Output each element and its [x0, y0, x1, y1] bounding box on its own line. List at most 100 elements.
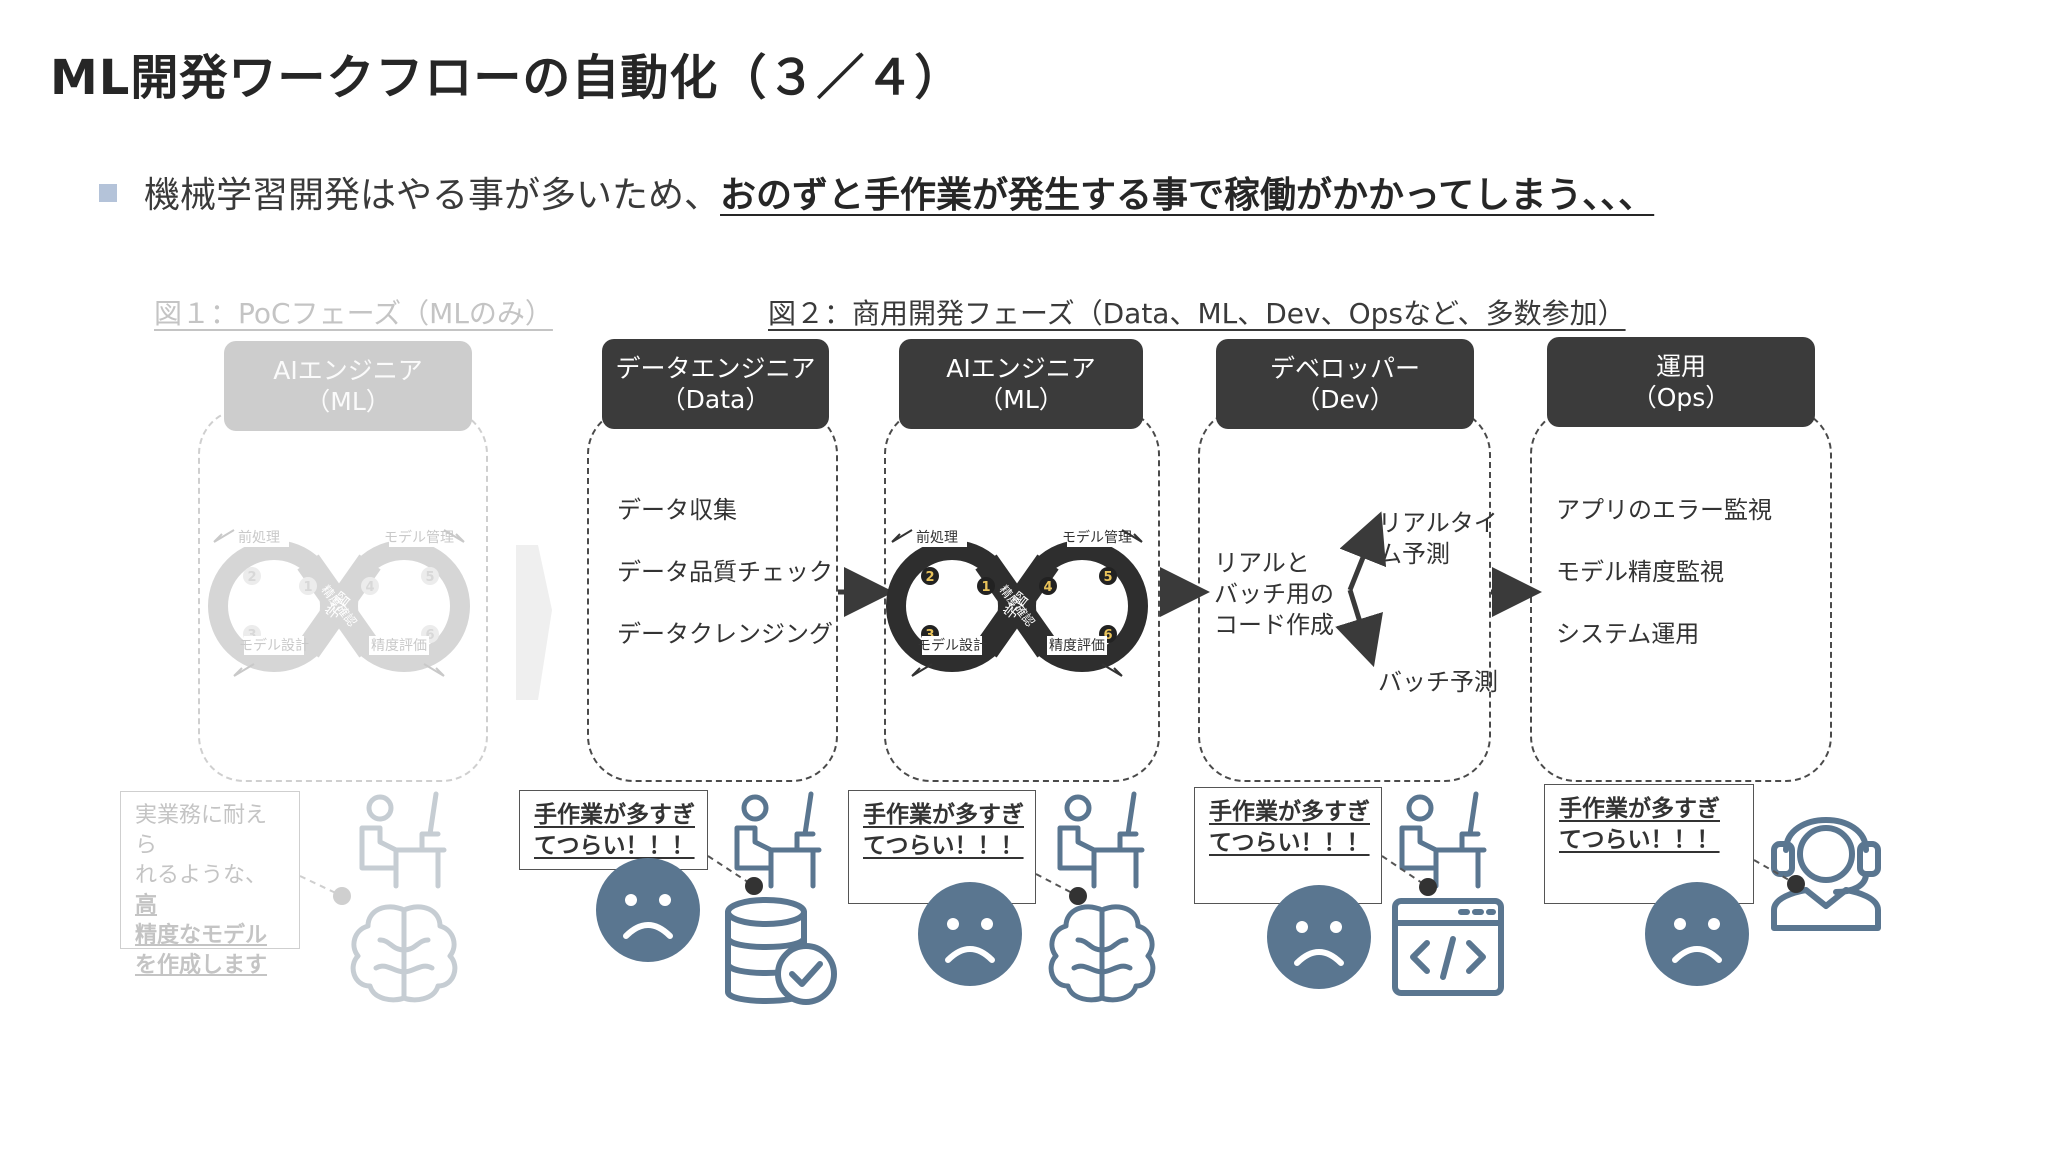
- complaint-bubble-dev-line1: 手作業が多すぎ: [1209, 799, 1370, 825]
- cycle-step-number-5: 5: [1103, 570, 1112, 585]
- complaint-bubble-ops: 手作業が多すぎ てつらい！！！: [1544, 784, 1754, 904]
- complaint-bubble-dev-line2: てつらい！！！: [1209, 830, 1370, 856]
- engineer-desk-icon-poc: [359, 791, 447, 889]
- data-task-quality: データ品質チェック: [617, 558, 833, 586]
- cycle-step-number-1: 1: [303, 580, 312, 595]
- cycle-step-number-6: 6: [1103, 628, 1112, 643]
- cycle-label-model-design: モデル設計: [917, 637, 987, 654]
- poc-note-line3: 精度なモデル: [135, 921, 285, 951]
- cycle-arrow-bl: [233, 663, 255, 677]
- cycle-arrow-tl: [213, 529, 235, 543]
- cycle-step-4: [1039, 577, 1057, 595]
- cycle-label-model-design-bg: [244, 636, 304, 655]
- connector-dot-data: [745, 877, 763, 895]
- role-ml-title: AIエンジニア: [946, 354, 1096, 383]
- poc-note-line2-bold: 高: [135, 893, 158, 918]
- cycle-label-preprocess-bg: [229, 528, 289, 547]
- dev-task-source-line2: バッチ用の: [1214, 580, 1334, 608]
- poc-note-line2: れるような、高: [135, 861, 285, 921]
- dev-task-source: リアルと バッチ用の コード作成: [1214, 548, 1334, 641]
- cycle-arrow-tr: [1121, 529, 1143, 543]
- complaint-bubble-ops-line1: 手作業が多すぎ: [1559, 796, 1720, 822]
- cycle-label-model-design: モデル設計: [239, 637, 309, 654]
- poc-note-line4: を作成します: [135, 951, 285, 981]
- role-ops: 運用 （Ops）: [1547, 337, 1815, 427]
- cycle-step-number-2: 2: [247, 570, 256, 585]
- role-ml-sub: （ML）: [978, 385, 1064, 414]
- figure2-label: 図２：商用開発フェーズ（Data、ML、Dev、Opsなど、多数参加）: [768, 297, 1626, 330]
- cycle-step-5: [421, 567, 439, 585]
- poc-note-line2-normal: れるような、: [135, 863, 268, 888]
- connector-dot-ops: [1787, 875, 1805, 893]
- ops-task-error: アプリのエラー監視: [1556, 496, 1772, 524]
- cycle-step-2: [921, 567, 939, 585]
- database-check-icon: [725, 897, 837, 1005]
- cycle-label-accuracy-eval: 精度評価: [1049, 638, 1105, 654]
- role-dev-sub: （Dev）: [1295, 385, 1395, 414]
- role-data-title: データエンジニア: [615, 354, 816, 383]
- complaint-bubble-ml-line2: てつらい！！！: [863, 833, 1024, 859]
- poc-note-line1: 実業務に耐えら: [135, 803, 268, 858]
- connector-line-data: [707, 855, 755, 887]
- cycle-label-model-management-bg: [1067, 528, 1127, 547]
- arrow-to-batch: [1335, 589, 1383, 668]
- role-data-sub: （Data）: [660, 385, 771, 414]
- bullet-text-normal: 機械学習開発はやる事が多いため、: [144, 175, 721, 216]
- operator-headset-icon: [1771, 817, 1881, 931]
- cycle-arrow-tl: [891, 529, 913, 543]
- sad-face-icon-dev: [1267, 885, 1371, 989]
- cycle-label-preprocess: 前処理: [238, 529, 280, 546]
- ml-cycle-poc: 学習精度確認123456前処理モデル管理モデル設計精度評価: [208, 528, 470, 677]
- bullet-text: 機械学習開発はやる事が多いため、おのずと手作業が発生する事で稼働がかかってしまう…: [144, 166, 1654, 218]
- role-poc-ml-sub: （ML）: [305, 387, 391, 416]
- cycle-label-model-management: モデル管理: [1062, 529, 1132, 546]
- role-dev: デベロッパー （Dev）: [1216, 339, 1474, 429]
- cycle-step-number-4: 4: [365, 580, 374, 595]
- connector-dot-dev: [1419, 878, 1437, 896]
- ops-task-accuracy: モデル精度監視: [1556, 558, 1724, 586]
- role-dev-title: デベロッパー: [1269, 354, 1420, 383]
- dev-task-source-line1: リアルと: [1214, 549, 1310, 577]
- connector-line-ops: [1753, 859, 1797, 885]
- complaint-bubble-ml-line1: 手作業が多すぎ: [863, 802, 1024, 828]
- data-task-collect: データ収集: [617, 496, 737, 524]
- role-ops-title: 運用: [1655, 352, 1706, 381]
- complaint-bubble-data-line1: 手作業が多すぎ: [534, 802, 695, 828]
- cycle-step-number-4: 4: [1043, 580, 1052, 595]
- bullet-marker: [99, 184, 117, 202]
- role-poc-ml-title: AIエンジニア: [273, 356, 423, 385]
- arrow-to-realtime: [1339, 511, 1387, 591]
- cycle-label-preprocess: 前処理: [916, 529, 958, 546]
- connector-line-ml: [1035, 873, 1079, 897]
- page-title: ML開発ワークフローの自動化（３／４）: [50, 50, 964, 106]
- cycle-step-number-5: 5: [425, 570, 434, 585]
- cycle-cross-b: [975, 554, 1059, 658]
- dev-task-realtime: リアルタイ ム予測: [1378, 508, 1498, 570]
- cycle-label-model-design-bg: [922, 636, 982, 655]
- connector-dot-ml: [1069, 887, 1087, 905]
- cycle-arrow-br: [1101, 663, 1123, 677]
- sad-face-icon-ops: [1645, 882, 1749, 986]
- role-poc-ml: AIエンジニア （ML）: [224, 341, 472, 431]
- role-ml: AIエンジニア （ML）: [899, 339, 1143, 429]
- poc-note: 実業務に耐えら れるような、高 精度なモデル を作成します: [120, 791, 300, 978]
- dev-task-source-line3: コード作成: [1214, 611, 1334, 639]
- cycle-step-5: [1099, 567, 1117, 585]
- cycle-step-number-6: 6: [425, 628, 434, 643]
- data-task-cleansing: データクレンジング: [617, 620, 833, 648]
- bullet-text-bold: おのずと手作業が発生する事で稼働がかかってしまう、、、: [720, 175, 1655, 216]
- sad-face-icon-ml: [918, 882, 1022, 986]
- cycle-step-number-2: 2: [925, 570, 934, 585]
- complaint-bubble-ops-line2: てつらい！！！: [1559, 827, 1720, 853]
- phase-transition-arrow: [516, 545, 552, 700]
- brain-icon-poc: [350, 904, 458, 1003]
- role-data: データエンジニア （Data）: [602, 339, 829, 429]
- cycle-label-accuracy-eval-bg: [1047, 636, 1107, 655]
- role-ops-sub: （Ops）: [1631, 383, 1731, 412]
- code-window-icon: [1392, 898, 1504, 996]
- cycle-arrow-tr: [443, 529, 465, 543]
- engineer-desk-icon-data: [734, 791, 822, 889]
- cycle-label-model-management: モデル管理: [384, 529, 454, 546]
